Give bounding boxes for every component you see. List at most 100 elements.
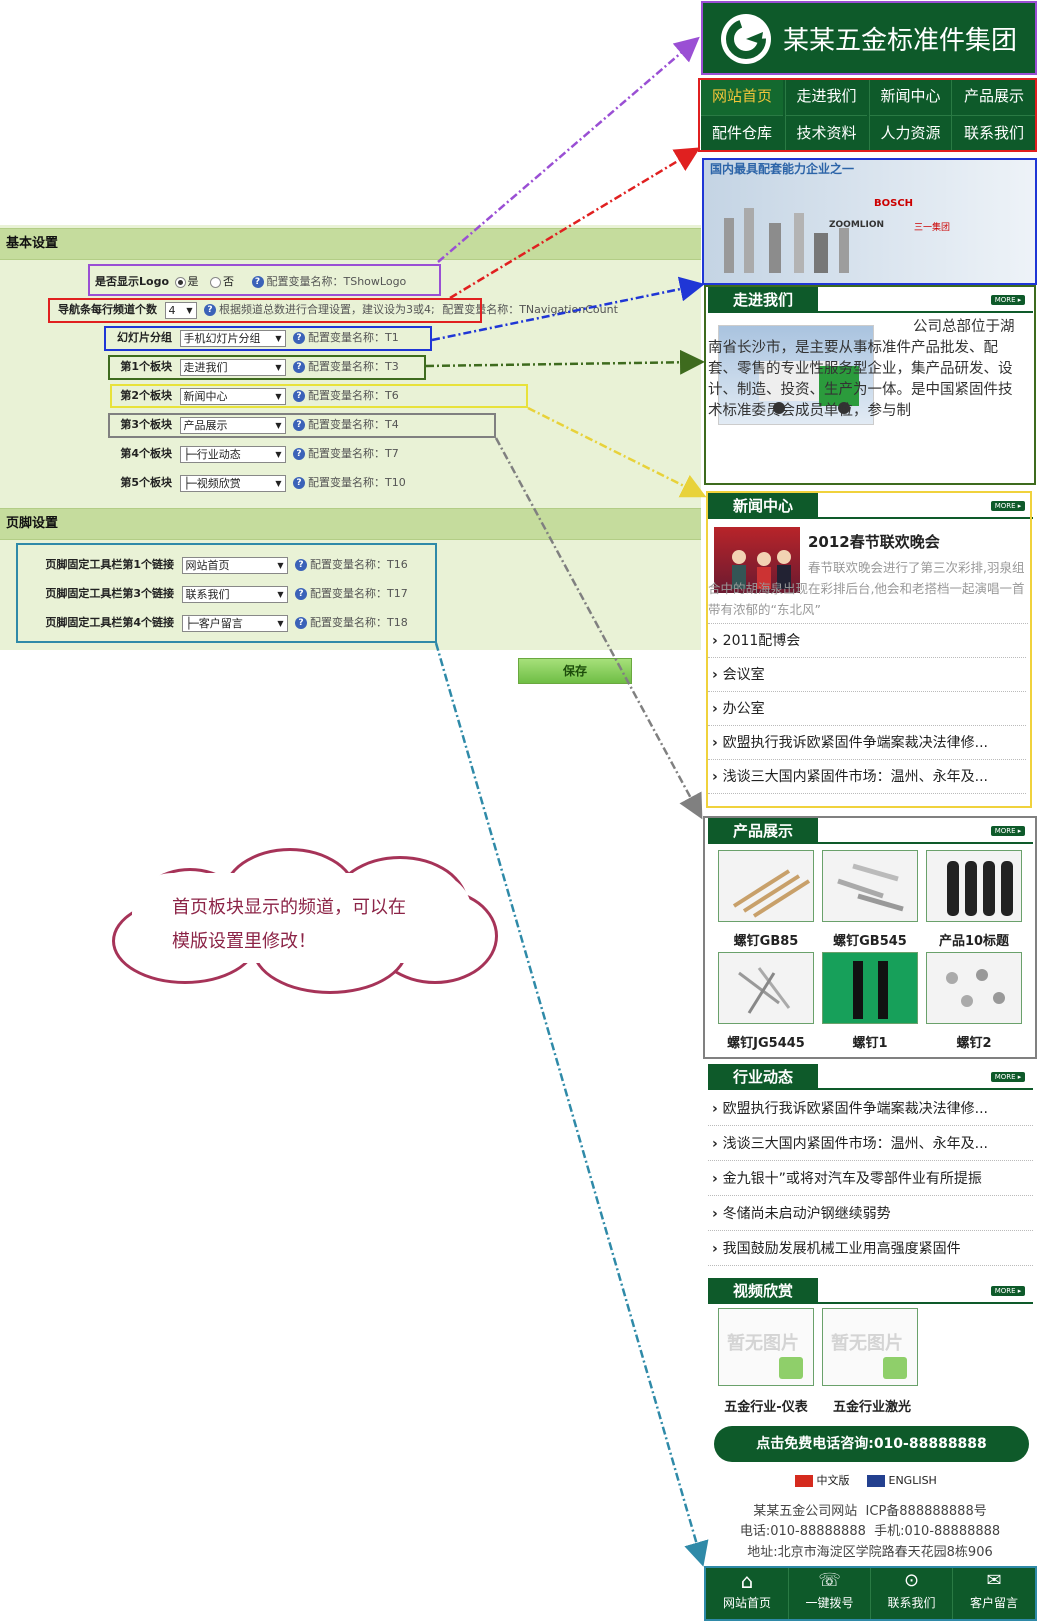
nav-item-hr[interactable]: 人力资源 — [869, 115, 951, 151]
highlight-toolbar — [704, 1566, 1037, 1621]
nav-count-hint: 根据频道总数进行合理设置，建议设为3或4; — [219, 303, 435, 316]
toolbar-message-button[interactable]: ✉ 客户留言 — [952, 1568, 1035, 1620]
footer-link3-select[interactable]: 联系我们 — [181, 585, 288, 603]
footer-link3-hint: 配置变量名称：T17 — [310, 587, 408, 600]
nav-item-products[interactable]: 产品展示 — [951, 79, 1036, 115]
footer-link4-select[interactable]: ├─客户留言 — [181, 614, 288, 632]
product-thumb[interactable] — [718, 850, 814, 922]
block3-hint: 配置变量名称：T4 — [308, 418, 399, 431]
product-caption[interactable]: 产品10标题 — [938, 934, 1010, 949]
video-caption[interactable]: 五金行业激光 — [832, 1400, 911, 1415]
video-thumb[interactable]: 暂无图片 — [822, 1308, 918, 1386]
slider-group-row: 幻灯片分组 手机幻灯片分组 ?配置变量名称：T1 — [108, 326, 399, 350]
industry-list-item[interactable]: 欧盟执行我诉欧紧固件争端案裁决法律修... — [708, 1092, 1033, 1126]
help-icon: ? — [295, 559, 307, 571]
news-headline[interactable]: 2012春节联欢晚会 — [808, 533, 940, 551]
product-caption[interactable]: 螺钉2 — [956, 1036, 992, 1051]
help-icon: ? — [293, 477, 305, 489]
block5-select[interactable]: ├─视频欣赏 — [179, 474, 286, 492]
image-icon — [779, 1357, 803, 1379]
block1-label: 第1个板块 — [120, 360, 172, 373]
help-icon: ? — [295, 617, 307, 629]
news-headline-image[interactable] — [714, 527, 800, 593]
product-thumb[interactable] — [822, 952, 918, 1024]
toolbar-contact-button[interactable]: ⊙ 联系我们 — [870, 1568, 952, 1620]
video-more-link[interactable]: MORE ▸ — [991, 1286, 1025, 1296]
block4-select[interactable]: ├─行业动态 — [179, 445, 286, 463]
block3-select[interactable]: 产品展示 — [179, 416, 286, 434]
product-thumb[interactable] — [822, 850, 918, 922]
callout-cloud: 首页板块显示的频道，可以在 模版设置里修改！ — [112, 848, 498, 994]
nav-item-contact[interactable]: 联系我们 — [951, 115, 1036, 151]
product-caption[interactable]: 螺钉GB85 — [733, 934, 799, 949]
footer-link3-row: 页脚固定工具栏第3个链接 联系我们 ?配置变量名称：T17 — [24, 582, 408, 606]
show-logo-yes-radio[interactable] — [174, 276, 186, 288]
banner-slider[interactable]: 国内最具配套能力企业之一 BOSCH ZOOMLION 三一集团 — [704, 158, 1036, 284]
product-thumb[interactable] — [718, 952, 814, 1024]
nav-count-row: 导航条每行频道个数 4 ?根据频道总数进行合理设置，建议设为3或4; 配置变量名… — [58, 298, 618, 322]
industry-list-item[interactable]: 我国鼓励发展机械工业用高强度紧固件 — [708, 1232, 1033, 1266]
show-logo-hint: 配置变量名称：TShowLogo — [266, 275, 407, 288]
product-caption[interactable]: 螺钉1 — [852, 1036, 888, 1051]
nav-item-home[interactable]: 网站首页 — [701, 79, 783, 115]
video-caption[interactable]: 五金行业-仪表 — [724, 1400, 808, 1415]
help-icon: ? — [295, 588, 307, 600]
highlight-products — [703, 816, 1037, 1059]
footer-line-1: 某某五金公司网站 ICP备888888888号 — [753, 1504, 987, 1519]
footer-line-3: 地址:北京市海淀区学院路春天花园8栋906 — [747, 1545, 993, 1560]
industry-more-link[interactable]: MORE ▸ — [991, 1072, 1025, 1082]
video-thumb[interactable]: 暂无图片 — [718, 1308, 814, 1386]
nav-count-var: 配置变量名称：TNavigationCount — [442, 303, 618, 316]
toolbar-home-button[interactable]: ⌂ 网站首页 — [706, 1568, 788, 1620]
industry-list-item[interactable]: 冬储尚未启动沪钢继续弱势 — [708, 1197, 1033, 1231]
industry-list-item[interactable]: 浅谈三大国内紧固件市场：温州、永年及... — [708, 1127, 1033, 1161]
main-nav: 网站首页 走进我们 新闻中心 产品展示 配件仓库 技术资料 人力资源 联系我们 — [701, 79, 1036, 151]
call-button[interactable]: 点击免费电话咨询:010-88888888 — [714, 1426, 1029, 1462]
show-logo-yes-label: 是 — [187, 275, 199, 288]
truck-image — [718, 325, 874, 425]
block2-select[interactable]: 新闻中心 — [179, 387, 286, 405]
home-icon: ⌂ — [740, 1569, 754, 1593]
footer-link4-row: 页脚固定工具栏第4个链接 ├─客户留言 ?配置变量名称：T18 — [24, 611, 408, 635]
highlight-block3-row — [108, 413, 496, 438]
highlight-logo-row — [88, 264, 441, 296]
nav-item-about[interactable]: 走进我们 — [785, 79, 867, 115]
about-more-link[interactable]: MORE ▸ — [991, 295, 1025, 305]
block1-row: 第1个板块 走进我们 ?配置变量名称：T3 — [108, 355, 399, 379]
highlight-nav-row — [48, 298, 482, 323]
footer-link3-label: 页脚固定工具栏第3个链接 — [45, 587, 174, 600]
product-caption[interactable]: 螺钉JG5445 — [727, 1036, 805, 1051]
block4-row: 第4个板块 ├─行业动态 ?配置变量名称：T7 — [108, 442, 399, 466]
products-more-link[interactable]: MORE ▸ — [991, 826, 1025, 836]
footer-link1-select[interactable]: 网站首页 — [181, 556, 288, 574]
block5-label: 第5个板块 — [120, 476, 172, 489]
block3-row: 第3个板块 产品展示 ?配置变量名称：T4 — [108, 413, 399, 437]
logo-bar: 某某五金标准件集团 — [701, 2, 1036, 74]
lang-en-link[interactable]: ENGLISH — [888, 1474, 937, 1487]
highlight-footer-rows — [16, 543, 437, 643]
show-logo-no-radio[interactable] — [210, 276, 221, 288]
nav-count-select[interactable]: 4 — [164, 301, 197, 319]
nav-item-tech[interactable]: 技术资料 — [785, 115, 867, 151]
product-caption[interactable]: 螺钉GB545 — [833, 934, 907, 949]
product-thumb[interactable] — [926, 850, 1022, 922]
product-thumb[interactable] — [926, 952, 1022, 1024]
video-module: 视频欣赏 MORE ▸ 暂无图片 暂无图片 五金行业-仪表 五金行业激光 — [708, 1278, 1033, 1418]
block1-select[interactable]: 走进我们 — [179, 358, 286, 376]
news-module: 新闻中心 MORE ▸ 2012春节联欢晚会 春节联欢晚会进行了第三次彩排,羽泉… — [708, 493, 1033, 805]
lang-cn-link[interactable]: 中文版 — [816, 1474, 850, 1487]
nav-item-warehouse[interactable]: 配件仓库 — [701, 115, 783, 151]
industry-list-item[interactable]: 金九银十”或将对汽车及零部件业有所提振 — [708, 1162, 1033, 1196]
news-list-item[interactable]: 浅谈三大国内紧固件市场：温州、永年及... — [708, 760, 1026, 794]
toolbar-call-button[interactable]: ☏ 一键拨号 — [788, 1568, 870, 1620]
help-icon: ? — [293, 448, 305, 460]
block4-label: 第4个板块 — [120, 447, 172, 460]
news-more-link[interactable]: MORE ▸ — [991, 501, 1025, 511]
save-button[interactable]: 保存 — [518, 658, 632, 684]
slider-group-select[interactable]: 手机幻灯片分组 — [179, 329, 286, 347]
lang-switch: 中文版 ENGLISH — [795, 1472, 937, 1488]
highlight-about — [704, 285, 1036, 485]
block3-label: 第3个板块 — [120, 418, 172, 431]
nav-item-news[interactable]: 新闻中心 — [869, 79, 951, 115]
